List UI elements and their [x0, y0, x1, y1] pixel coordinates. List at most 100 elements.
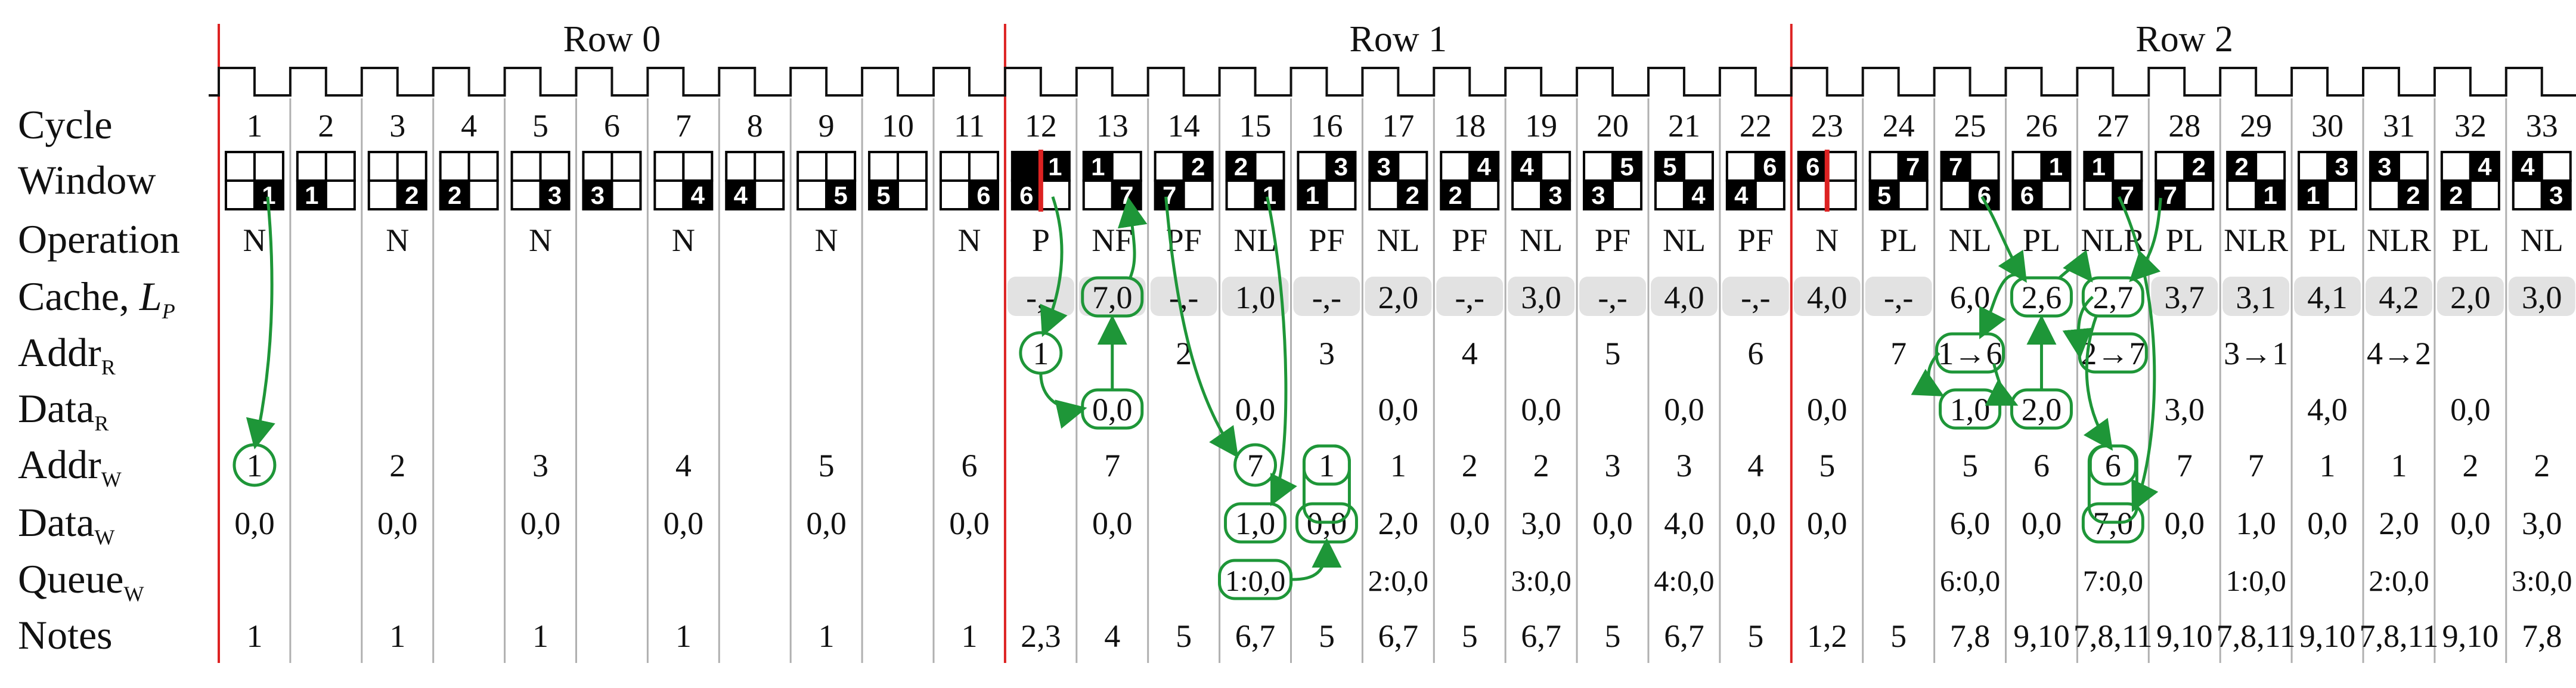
- addr_w-cell: 5: [819, 448, 835, 484]
- window-label: 2: [1449, 181, 1462, 209]
- notes-cell: 7,8,11: [2073, 618, 2153, 654]
- data_r-cell: 0,0: [1092, 392, 1133, 427]
- window-cell: [1397, 151, 1428, 182]
- cache-cell: -,-: [1741, 280, 1770, 315]
- window-cell: [682, 179, 714, 210]
- window-cell: [2183, 151, 2215, 182]
- window-glyph: 4: [725, 151, 785, 210]
- row-label-queue_w: QueueW: [18, 556, 144, 606]
- cache-band: [1508, 277, 1575, 316]
- window-cell: [2112, 179, 2143, 210]
- window-label: 5: [1620, 153, 1633, 181]
- cycle-cell: 16: [1310, 108, 1343, 144]
- window-cell: [653, 151, 685, 182]
- window-cell: [1325, 179, 1357, 210]
- cycle-cell: 3: [389, 108, 405, 144]
- window-glyph: 4: [653, 151, 714, 210]
- cycle-cell: 27: [2097, 108, 2129, 144]
- cycle-cell: 20: [1597, 108, 1629, 144]
- cache-cell: 2,0: [1378, 280, 1419, 315]
- data_w-cell: 0,0: [520, 506, 561, 541]
- window-cell: [467, 151, 499, 182]
- window-cell: [2255, 151, 2286, 182]
- window-cell: [2440, 151, 2472, 182]
- cache-cell: 3,7: [2165, 280, 2205, 315]
- data_r-cell: 0,0: [1807, 392, 1847, 427]
- cache-cell: 4,1: [2307, 280, 2348, 315]
- row-label-data_r: DataR: [18, 386, 109, 435]
- addr_w-cell: 1: [1319, 448, 1335, 484]
- notes-cell: 9,10: [2013, 618, 2070, 654]
- cycle-cell: 8: [747, 108, 763, 144]
- window-cell: [725, 151, 757, 182]
- window-glyph: 42: [2440, 151, 2500, 210]
- queue_w-cell: 1:0,0: [2225, 564, 2286, 597]
- cache-cell: 3,1: [2236, 280, 2276, 315]
- operation-cell: P: [1032, 222, 1050, 258]
- cycle-cell: 15: [1239, 108, 1272, 144]
- addr_w-cell: 7: [2177, 448, 2193, 484]
- window-cell: [1368, 179, 1400, 210]
- cache-band: [1722, 277, 1789, 316]
- window-cell: [2512, 179, 2543, 210]
- window-cell: [467, 179, 499, 210]
- addr_r-cell: 4→2: [2367, 336, 2431, 371]
- cache-cell: 1,0: [1235, 280, 1276, 315]
- window-label: 6: [1977, 181, 1991, 209]
- flow-arrow: [1117, 197, 1148, 278]
- data_r-cell: 4,0: [2307, 392, 2348, 427]
- cache-cell: 2,0: [2450, 280, 2491, 315]
- cycle-cell: 19: [1525, 108, 1557, 144]
- notes-cell: 2,3: [1021, 618, 1061, 654]
- operation-cell: PF: [1309, 222, 1344, 258]
- addr_w-cell: 7: [1104, 448, 1120, 484]
- window-glyph: 1: [224, 151, 284, 210]
- window-cell: [2469, 179, 2500, 210]
- data_r-cell: 0,0: [1664, 392, 1704, 427]
- addr_r-cell: 6: [1747, 336, 1763, 371]
- window-cell: [2298, 151, 2329, 182]
- window-cell: [653, 179, 685, 210]
- addr_w-cell: 4: [675, 448, 692, 484]
- data_w-cell: 0,0: [377, 506, 418, 541]
- window-cell: [2040, 179, 2072, 210]
- window-label: 1: [2049, 153, 2063, 181]
- window-cell: [1511, 179, 1543, 210]
- window-cell: [968, 151, 999, 182]
- window-cell: [510, 151, 542, 182]
- addr_w-cell: 7: [2248, 448, 2264, 484]
- cycle-cell: 2: [318, 108, 334, 144]
- window-label: 6: [1019, 181, 1033, 209]
- window-cell: [1969, 179, 2000, 210]
- window-glyph: 5: [796, 151, 857, 210]
- window-cell: [2540, 179, 2572, 210]
- window-cell: [1468, 179, 1500, 210]
- addr_w-cell: 2: [2534, 448, 2550, 484]
- operation-cell: N: [815, 222, 838, 258]
- window-glyph: 75: [1868, 151, 1929, 210]
- data_w-cell: 0,0: [664, 506, 704, 541]
- window-label: 1: [262, 181, 275, 209]
- notes-cell: 9,10: [2156, 618, 2213, 654]
- window-glyph: 43: [2512, 151, 2572, 210]
- window-label: 5: [833, 181, 847, 209]
- notes-cell: 5: [1319, 618, 1335, 654]
- data_r-cell: 0,0: [2450, 392, 2491, 427]
- cache-band: [2294, 277, 2361, 316]
- notes-cell: 6,7: [1235, 618, 1276, 654]
- cycle-cell: 25: [1954, 108, 1986, 144]
- window-glyph: 6: [939, 151, 999, 210]
- data_w-cell: 0,0: [1592, 506, 1633, 541]
- operation-cell: PF: [1452, 222, 1487, 258]
- flow-arrow: [1980, 196, 2027, 283]
- window-label: 2: [1234, 153, 1248, 181]
- window-cell: [1540, 179, 1571, 210]
- window-cell: [1754, 179, 1785, 210]
- window-label: 4: [691, 181, 705, 209]
- addr_r-cell: 1→6: [1938, 336, 2002, 371]
- window-cell: [868, 179, 900, 210]
- notes-cell: 5: [1462, 618, 1478, 654]
- data_r-cell: 1,0: [1950, 392, 1991, 427]
- operation-cell: PL: [1880, 222, 1917, 258]
